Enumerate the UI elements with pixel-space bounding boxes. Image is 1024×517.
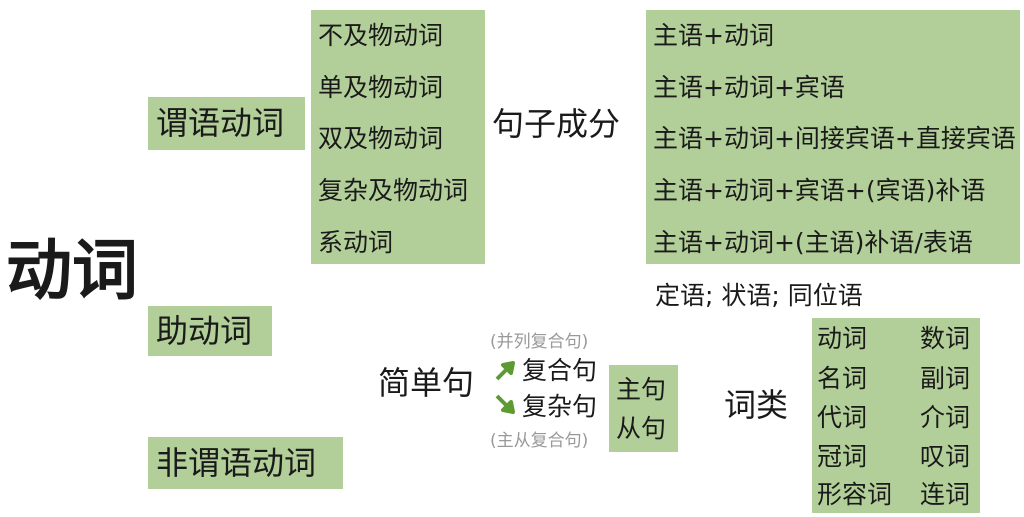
complex-label: 复杂句 bbox=[522, 392, 598, 421]
sentence-pattern: 主语+动词+宾语+(宾语)补语 bbox=[653, 176, 986, 205]
word-class: 连词 bbox=[920, 480, 971, 509]
verb-type: 不及物动词 bbox=[318, 21, 444, 50]
label: 非谓语动词 bbox=[156, 444, 317, 482]
word-classes-box: 动词 数词 名词 副词 代词 介词 冠词 叹词 形容词 连词 bbox=[812, 318, 980, 513]
word-class: 叹词 bbox=[920, 442, 971, 471]
category-nonfinite-verb: 非谓语动词 bbox=[148, 437, 343, 489]
label: 助动词 bbox=[156, 312, 253, 350]
clause: 从句 bbox=[616, 414, 667, 443]
word-class: 副词 bbox=[920, 364, 971, 393]
word-class: 名词 bbox=[817, 364, 868, 393]
verb-types-box: 不及物动词 单及物动词 双及物动词 复杂及物动词 系动词 bbox=[311, 10, 485, 264]
title: 动词 bbox=[6, 232, 138, 309]
verb-type: 系动词 bbox=[318, 228, 394, 257]
simple-sentence-label: 简单句 bbox=[378, 364, 475, 402]
sentence-pattern: 主语+动词+间接宾语+直接宾语 bbox=[653, 124, 1016, 153]
word-class: 数词 bbox=[920, 324, 971, 353]
compound-note: (并列复合句) bbox=[490, 332, 589, 352]
word-class: 动词 bbox=[817, 324, 868, 353]
category-auxiliary-verb: 助动词 bbox=[148, 306, 272, 356]
complex-note: (主从复合句) bbox=[490, 431, 589, 451]
sentence-components-label: 句子成分 bbox=[492, 105, 621, 143]
word-class: 冠词 bbox=[817, 442, 868, 471]
clauses-box: 主句 从句 bbox=[609, 365, 678, 452]
verb-type: 复杂及物动词 bbox=[318, 176, 469, 205]
sentence-pattern: 主语+动词+(主语)补语/表语 bbox=[653, 228, 973, 257]
word-class: 代词 bbox=[817, 403, 868, 432]
verb-type: 双及物动词 bbox=[318, 124, 444, 153]
word-class: 介词 bbox=[920, 403, 971, 432]
word-class-label: 词类 bbox=[724, 386, 789, 424]
arrow-down-right-icon bbox=[495, 394, 515, 414]
sentence-pattern: 主语+动词+宾语 bbox=[653, 73, 845, 102]
verb-type: 单及物动词 bbox=[318, 73, 444, 102]
sentence-patterns-box: 主语+动词 主语+动词+宾语 主语+动词+间接宾语+直接宾语 主语+动词+宾语+… bbox=[646, 10, 1020, 264]
category-predicate-verb: 谓语动词 bbox=[148, 97, 305, 150]
sentence-pattern: 主语+动词 bbox=[653, 21, 774, 50]
word-class: 形容词 bbox=[817, 480, 893, 509]
compound-label: 复合句 bbox=[522, 356, 598, 385]
clause: 主句 bbox=[616, 375, 667, 404]
modifiers: 定语; 状语; 同位语 bbox=[655, 281, 863, 310]
arrow-up-right-icon bbox=[495, 361, 515, 381]
label: 谓语动词 bbox=[156, 104, 285, 142]
